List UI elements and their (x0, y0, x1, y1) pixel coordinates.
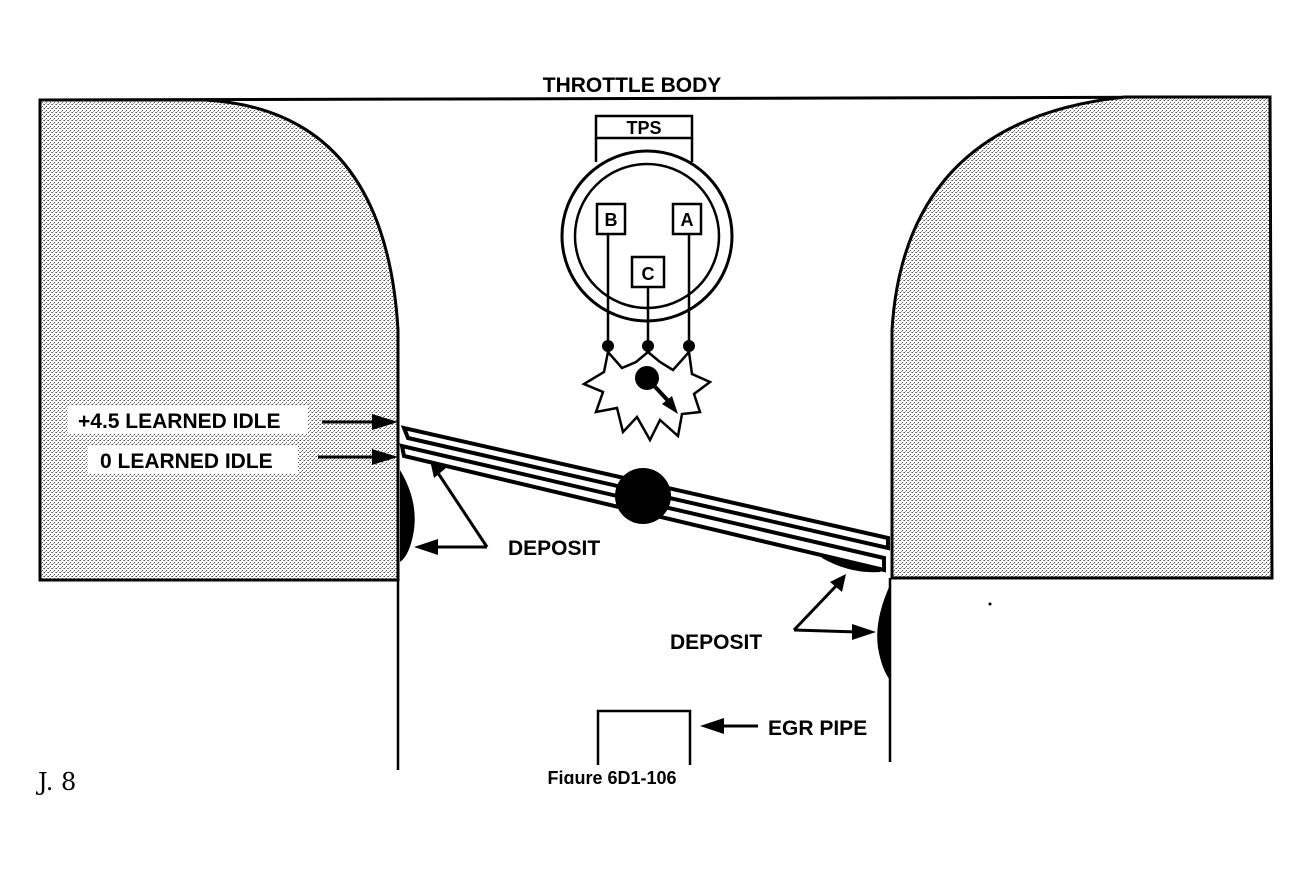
right-body-block (890, 95, 1274, 580)
tps-label-box (594, 114, 694, 140)
tps-pin-b-box (595, 202, 627, 236)
tps-pin-c: C (642, 264, 655, 284)
arrow-egr-pipe (700, 718, 724, 734)
throttle-shaft (615, 468, 671, 524)
deposit-left (400, 470, 415, 562)
throttle-body-top-edge (39, 95, 1271, 102)
tps-sensor: TPS B A C (560, 114, 734, 443)
tps-label: TPS (626, 118, 661, 138)
tps-pin-c-box (630, 255, 666, 289)
arrow-deposit-left (414, 539, 438, 555)
deposit-right (877, 585, 890, 680)
tps-resistor-symbol (581, 349, 713, 443)
arrow-learned-idle-zero (372, 449, 398, 465)
tps-pin-b: B (605, 210, 618, 230)
tps-pin-a-box (671, 202, 703, 236)
tps-pin-a: A (681, 210, 694, 230)
page-mark: J. 8 (35, 768, 76, 796)
figure-caption: Figure 6D1-106 (547, 768, 676, 788)
label-learned-idle-plus: +4.5 LEARNED IDLE (78, 410, 280, 433)
egr-pipe (596, 709, 692, 765)
label-learned-idle-zero: 0 LEARNED IDLE (100, 450, 273, 473)
label-egr-pipe: EGR PIPE (768, 717, 867, 740)
arrow-learned-idle-plus (372, 414, 398, 430)
arrow-deposit-right (852, 624, 876, 640)
diagram-title: THROTTLE BODY (543, 74, 722, 97)
label-deposit-right: DEPOSIT (670, 631, 762, 654)
left-body-block (38, 98, 400, 582)
label-deposit-left: DEPOSIT (508, 537, 600, 560)
